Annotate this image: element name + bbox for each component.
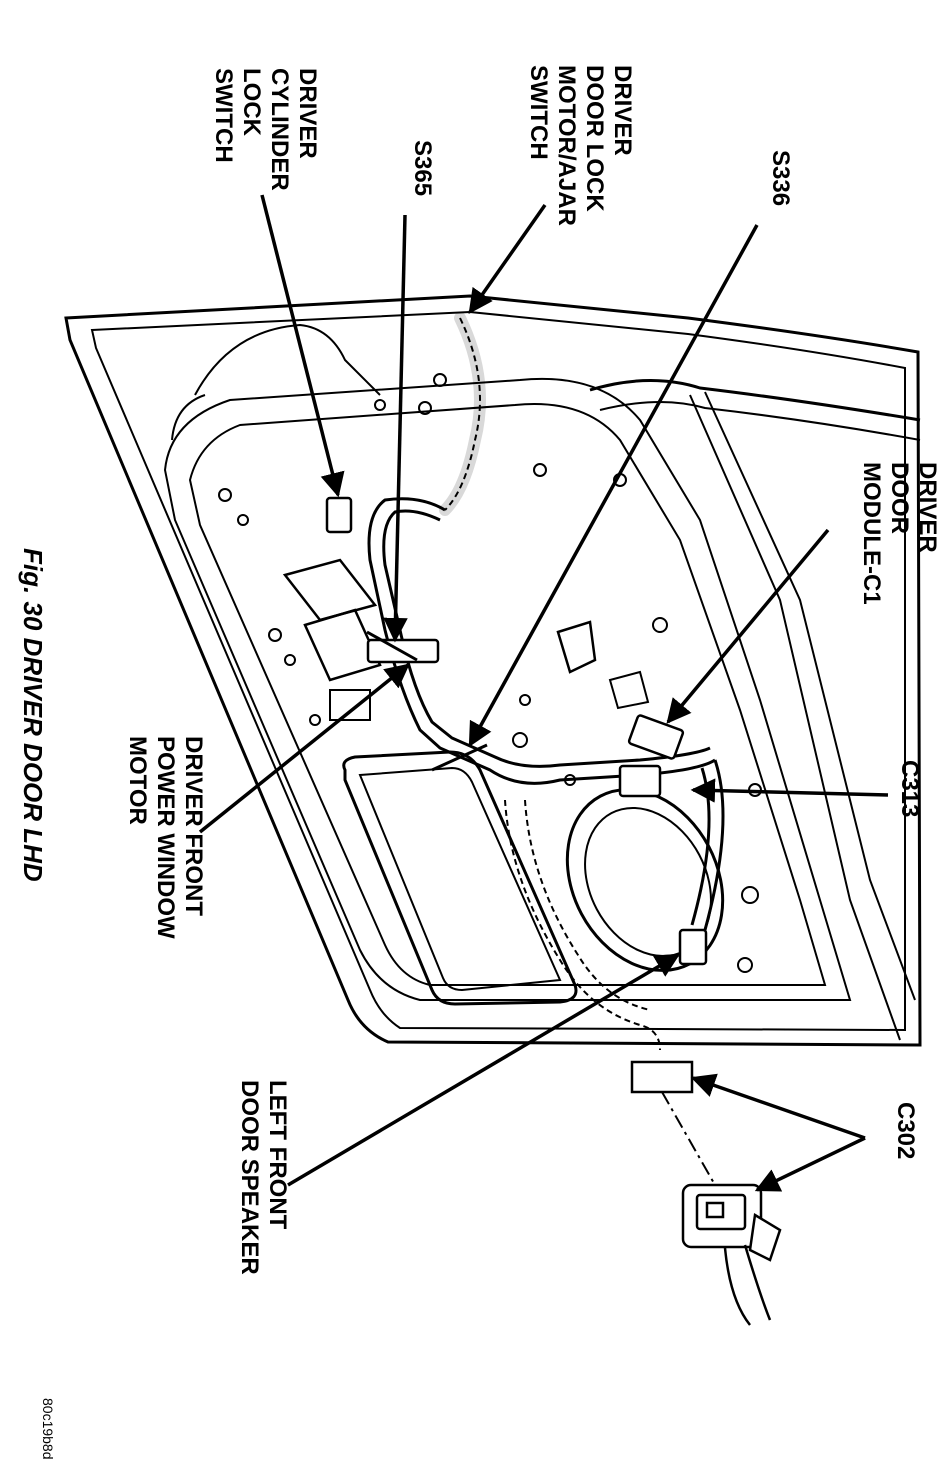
leader-c313 [690, 778, 889, 803]
label-driver-door-module-c1: DRIVER DOOR MODULE-C1 [858, 462, 941, 605]
window-motor-mount [329, 689, 371, 721]
door-inner-lip [90, 310, 906, 1032]
leader-c302-b [754, 1136, 866, 1192]
harness-dashed-lower [504, 799, 661, 1051]
door-outer-shell [64, 294, 922, 1047]
window-channel [689, 394, 901, 1041]
leader-window-motor [198, 663, 410, 834]
bracket [556, 620, 597, 674]
image-code: 80c19b8d [40, 1398, 56, 1460]
door-module-connector [627, 714, 685, 760]
leader-lines [198, 194, 889, 1192]
speaker-opening [565, 788, 725, 972]
leader-s365 [383, 214, 408, 643]
panel-holes [218, 373, 762, 973]
window-frame-inner [599, 400, 921, 441]
label-s365: S365 [409, 140, 436, 196]
lower-bulge [171, 394, 206, 441]
c302-cavity [705, 1201, 725, 1219]
connectors [325, 496, 782, 1326]
leader-door-module [666, 528, 830, 724]
splice-markers [366, 630, 488, 772]
inner-panel-2 [188, 403, 827, 986]
c302-cable [748, 1212, 782, 1262]
upper-bulge [194, 323, 381, 396]
speaker-connector [678, 928, 708, 966]
label-driver-cylinder-lock-switch: DRIVER CYLINDER LOCK SWITCH [210, 68, 321, 197]
s365-splice-mark [366, 630, 418, 662]
access-hole [342, 750, 578, 1006]
label-c302: C302 [892, 1102, 919, 1159]
s336-splice-mark [431, 743, 488, 772]
access-hole-inner [358, 766, 562, 992]
window-frame [589, 378, 921, 422]
c313-connector [618, 764, 662, 798]
leader-cylinder-lock [260, 194, 345, 498]
label-c313: C313 [896, 760, 923, 817]
figure-caption: Fig. 30 DRIVER DOOR LHD [18, 548, 48, 882]
window-motor-gearbox [303, 608, 382, 682]
harness-dashed-upper-fill [439, 312, 486, 516]
window-motor-body [282, 558, 378, 622]
c302-alignment-line [661, 1091, 716, 1186]
window-channel-2 [704, 391, 916, 1001]
label-driver-door-lock-motor-ajar-switch: DRIVER DOOR LOCK MOTOR/AJAR SWITCH [525, 65, 636, 233]
bracket-2 [608, 670, 650, 710]
leader-door-lock-motor [468, 203, 547, 315]
harness-dashed-upper [444, 317, 481, 511]
wiring-harness [367, 312, 725, 1051]
label-s336: S336 [767, 150, 794, 206]
label-left-front-door-speaker: LEFT FRONT DOOR SPEAKER [236, 1080, 291, 1275]
harness-main-2 [382, 509, 711, 768]
leader-speaker [287, 953, 681, 1187]
cylinder-lock-connector [325, 496, 353, 534]
leader-s336 [468, 224, 759, 748]
c302-cable-tail [723, 1244, 772, 1326]
c302-door-connector [630, 1060, 694, 1094]
inner-panel [163, 377, 852, 1001]
door-illustration [64, 294, 922, 1047]
leader-c302-a [690, 1073, 866, 1140]
harness-dashed-lower-2 [524, 799, 651, 1011]
label-driver-front-power-window-motor: DRIVER FRONT POWER WINDOW MOTOR [124, 736, 207, 945]
